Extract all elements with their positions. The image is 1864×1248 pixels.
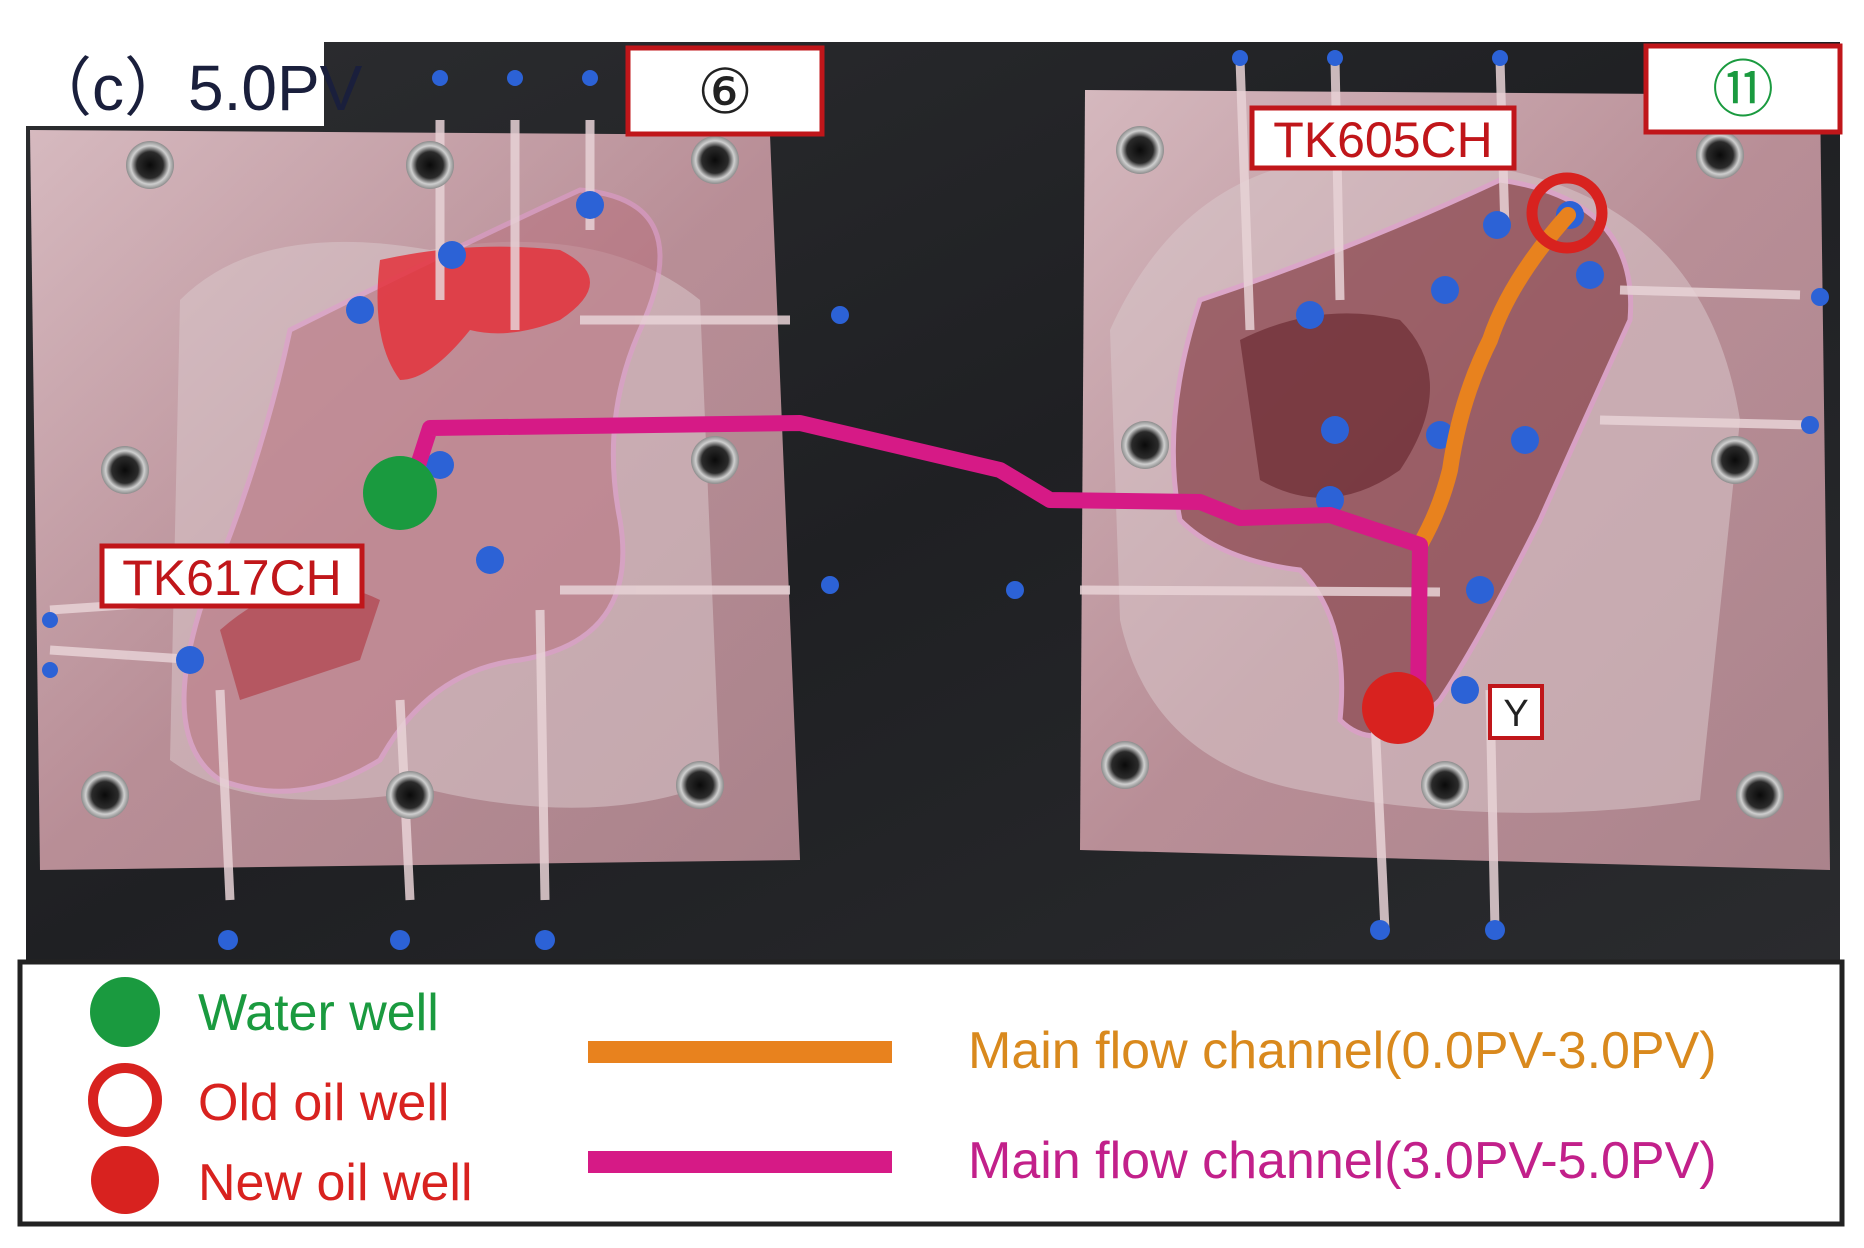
water-well-marker bbox=[363, 456, 437, 530]
legend-new-oil-well-icon bbox=[91, 1146, 159, 1214]
legend-new-oil-well-label: New oil well bbox=[198, 1154, 473, 1212]
right-model-number-label: ⑪ bbox=[1712, 56, 1774, 125]
screws bbox=[81, 126, 1784, 819]
legend-old-oil-well-label: Old oil well bbox=[198, 1074, 449, 1132]
main-flow-channel-late-path bbox=[402, 415, 1428, 708]
well-label-tk605ch: TK605CH bbox=[1273, 112, 1493, 168]
well-label-tk617ch: TK617CH bbox=[122, 550, 342, 606]
new-oil-well-marker bbox=[1362, 672, 1434, 744]
left-model-number-label: ⑥ bbox=[697, 58, 753, 127]
marker-label-y: Y bbox=[1503, 693, 1528, 735]
main-flow-channel-early-path bbox=[1412, 207, 1576, 553]
old-oil-well-marker bbox=[1526, 172, 1608, 254]
photo-region bbox=[26, 42, 1840, 960]
legend-water-well-label: Water well bbox=[198, 984, 439, 1042]
legend-old-oil-well-icon bbox=[88, 1063, 162, 1137]
legend-channel-late-label: Main flow channel(3.0PV-5.0PV) bbox=[968, 1132, 1717, 1190]
panel-label: （c）5.0PV bbox=[28, 52, 363, 124]
legend: Water well Old oil well New oil well Mai… bbox=[17, 959, 1845, 1227]
legend-channel-early-label: Main flow channel(0.0PV-3.0PV) bbox=[968, 1022, 1717, 1080]
legend-water-well-icon bbox=[90, 977, 160, 1047]
